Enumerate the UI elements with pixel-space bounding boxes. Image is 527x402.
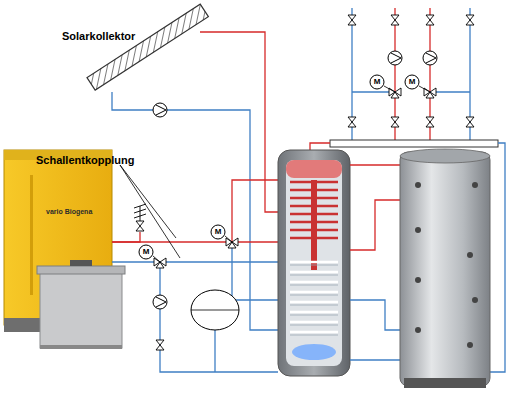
boiler-pipes-part <box>112 241 278 242</box>
buffer-tank <box>400 149 490 388</box>
boiler-fittings-part <box>139 245 153 259</box>
tank-connections-part <box>350 200 400 250</box>
buffer-tank-part-part <box>415 327 421 333</box>
circuit-fittings-part <box>466 117 474 127</box>
callout-label: Schallentkopplung <box>36 154 134 166</box>
tank-connections <box>350 165 400 360</box>
buffer-tank-part <box>415 182 478 348</box>
manifold-part <box>330 140 498 147</box>
solar-storage-tank <box>278 150 350 376</box>
pellet-boiler-part <box>70 260 92 266</box>
circuit-fittings-part <box>391 15 399 25</box>
circuit-fittings-part <box>348 15 356 25</box>
boiler-fittings-part <box>191 310 239 311</box>
circuit-fittings-part <box>370 75 384 89</box>
circuit-fittings-part <box>423 51 437 65</box>
buffer-tank-part <box>400 152 490 386</box>
solar-storage-tank-part <box>286 160 342 178</box>
solar-storage-tank-part <box>290 265 338 335</box>
solar-collector <box>87 4 208 90</box>
boiler-fittings-part <box>156 340 164 350</box>
solar-storage-tank-part <box>292 344 336 360</box>
circuit-fittings-part <box>426 117 434 127</box>
boiler-fittings-part <box>136 221 144 231</box>
motor-letter: M <box>405 75 419 89</box>
tank-connections-part <box>350 359 400 360</box>
boiler-pipes-part <box>232 180 278 242</box>
pellet-boiler-part <box>40 345 122 349</box>
boiler-fittings-part <box>225 236 232 242</box>
solar-storage-tank-part-part <box>290 265 338 335</box>
buffer-tank-part <box>404 378 486 388</box>
pellet-boiler-part <box>30 175 33 295</box>
tank-connections-part <box>350 164 400 165</box>
buffer-tank-part-part <box>467 342 473 348</box>
boiler-fittings-part <box>120 165 176 238</box>
buffer-tank-part-part <box>415 227 421 233</box>
boiler-fittings-part <box>191 290 239 330</box>
buffer-tank-part-part <box>415 182 421 188</box>
boiler-fittings-part <box>120 165 180 258</box>
boiler-fittings-part <box>153 103 167 117</box>
boiler-pipes-part <box>160 262 278 372</box>
circuit-fittings-part <box>348 117 356 127</box>
boiler-pipes <box>112 180 278 372</box>
solar-storage-tank-part <box>311 180 317 270</box>
boiler-fittings <box>120 103 239 350</box>
circuit-fittings <box>348 15 474 127</box>
solar-pipes <box>112 32 300 330</box>
manifold-part <box>490 143 505 372</box>
boiler-fittings-part <box>226 238 238 248</box>
circuit-fittings-part <box>391 117 399 127</box>
boiler-pipes-part <box>112 261 278 262</box>
solar-storage-tank-part <box>278 150 350 376</box>
buffer-tank-part-part <box>415 277 421 283</box>
boiler-fittings-part <box>153 256 160 262</box>
circuit-fittings-part <box>384 86 395 92</box>
pellet-boiler <box>4 150 125 349</box>
motor-letter: M <box>370 75 384 89</box>
boiler-fittings-part <box>154 258 166 268</box>
buffer-tank-part-part <box>467 252 473 258</box>
solar-storage-tank-part <box>290 262 338 332</box>
pellet-boiler-part <box>40 270 122 348</box>
circuit-fittings-part <box>419 86 430 92</box>
callout-label: Solarkollektor <box>62 30 135 42</box>
buffer-tank-part <box>400 149 490 163</box>
circuit-fittings-part <box>405 75 419 89</box>
circuit-fittings-part <box>388 51 402 65</box>
motor-letter: M <box>211 225 225 239</box>
boiler-pipes-part <box>214 330 215 372</box>
boiler-fittings-part <box>134 204 146 221</box>
buffer-tank-part-part <box>472 297 478 303</box>
circuit-pipes-part <box>352 91 395 92</box>
solar-pipes-part <box>112 92 300 330</box>
brand-label: vario Biogena <box>46 208 92 215</box>
tank-connections-part <box>350 300 400 330</box>
boiler-pipes-part <box>112 232 140 242</box>
motor-letter: M <box>139 245 153 259</box>
circuit-fittings-part <box>466 15 474 25</box>
boiler-pipes-part <box>232 242 278 300</box>
solar-collector-part <box>87 4 208 90</box>
pellet-boiler-part <box>37 266 125 274</box>
circuit-fittings-part <box>426 15 434 25</box>
solar-storage-tank-part <box>286 160 342 366</box>
circuit-pipes <box>352 8 470 142</box>
boiler-fittings-part <box>211 225 225 239</box>
boiler-fittings-part <box>153 295 167 309</box>
solar-storage-tank-part-part <box>290 262 338 332</box>
buffer-tank-part-part <box>472 182 478 188</box>
